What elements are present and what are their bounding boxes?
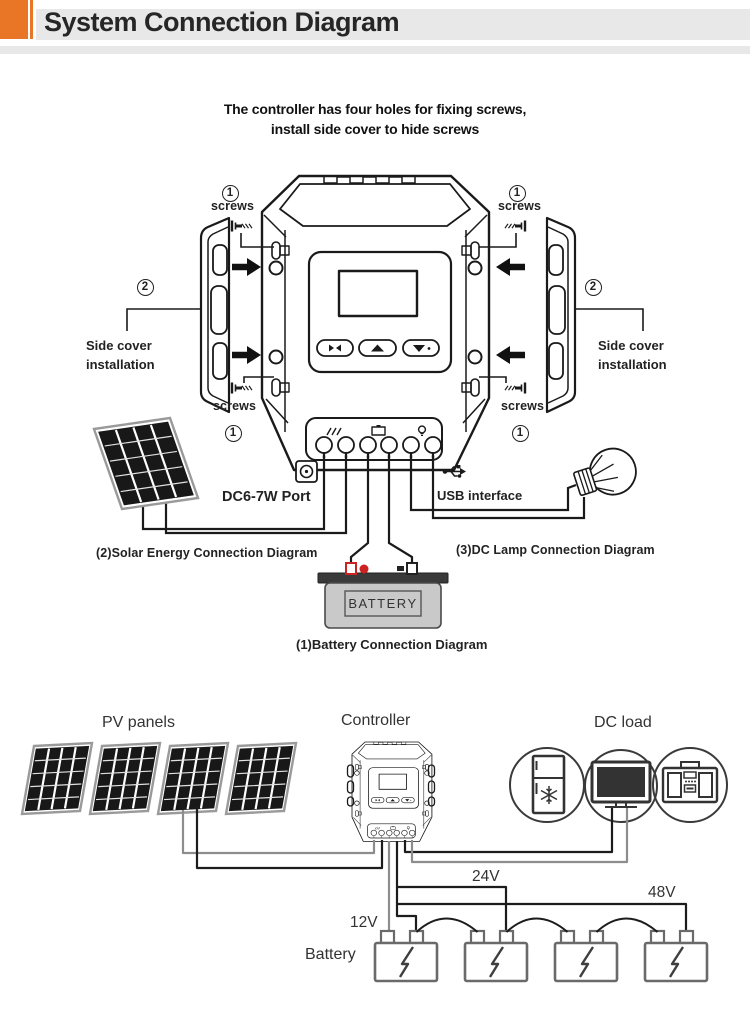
battery-negative-post <box>406 562 418 575</box>
battery-bank <box>373 929 709 983</box>
battery-cell <box>463 929 529 983</box>
intro-line-2: install side cover to hide screws <box>270 121 480 137</box>
controller-small <box>346 741 436 842</box>
load-wire-gray <box>410 808 629 864</box>
voltage-12v-label: 12V <box>350 914 378 931</box>
tv-circle <box>584 749 658 823</box>
battery-bank-label: Battery <box>305 946 356 963</box>
tap-24v <box>397 885 508 931</box>
side-cover-line-1: Side cover <box>598 338 664 353</box>
pv-panels-label: PV panels <box>102 714 175 731</box>
screws-label-bottom-right: screws <box>501 399 544 413</box>
caption-battery: (1)Battery Connection Diagram <box>296 637 488 652</box>
battery-jumper-arcs <box>415 917 659 933</box>
usb-icon <box>442 465 466 478</box>
side-cover-right <box>545 216 577 414</box>
tap-12v-black <box>395 841 418 931</box>
side-cover-pointer-lines <box>126 308 644 331</box>
step-2-badge-left: 2 <box>136 278 154 296</box>
snowflake-icon <box>540 786 558 804</box>
intro-line-1: The controller has four holes for fixing… <box>223 101 527 117</box>
load-wire-black <box>403 808 614 854</box>
caption-solar: (2)Solar Energy Connection Diagram <box>96 546 318 560</box>
voltage-48v-label: 48V <box>648 884 676 901</box>
battery-cell <box>643 929 709 983</box>
step-1-badge-top-left: 1 <box>221 184 239 202</box>
step-1-badge-top-right: 1 <box>508 184 526 202</box>
dc-port-icon <box>295 460 318 483</box>
header-band <box>36 9 750 40</box>
step-1-badge-bottom-left: 1 <box>224 424 242 442</box>
solar-panel <box>94 418 198 509</box>
controller-main <box>260 174 491 472</box>
screw-pointer-lines <box>240 233 517 383</box>
fridge-icon <box>531 754 566 815</box>
header-band-secondary <box>0 46 750 54</box>
pv-wire-black <box>195 807 384 870</box>
solar-wires <box>141 452 348 535</box>
caption-lamp: (3)DC Lamp Connection Diagram <box>456 543 655 557</box>
side-cover-left <box>199 216 231 414</box>
battery-unit <box>317 452 449 629</box>
tv-icon <box>590 760 652 808</box>
side-cover-line-2: installation <box>86 357 155 372</box>
step-2-badge-right: 2 <box>584 278 602 296</box>
fridge-circle <box>509 747 585 823</box>
stereo-icon <box>661 761 719 804</box>
lamp-wires <box>409 452 586 520</box>
page-title: System Connection Diagram <box>44 7 400 37</box>
pv-panel-array <box>22 743 296 814</box>
usb-interface-label: USB interface <box>437 488 523 503</box>
tap-48v <box>397 902 688 931</box>
light-bulb-icon <box>573 447 637 497</box>
header-accent-line <box>30 0 33 39</box>
battery-cell <box>553 929 619 983</box>
dc-load-label: DC load <box>594 714 652 731</box>
side-cover-label-right: Side cover installation <box>598 336 667 374</box>
screws-label-top-right: screws <box>498 199 541 213</box>
intro-text: The controller has four holes for fixing… <box>0 99 750 139</box>
side-cover-label-left: Side cover installation <box>86 336 155 374</box>
voltage-24v-label: 24V <box>472 868 500 885</box>
dc-port-label: DC6-7W Port <box>222 489 311 505</box>
pv-wire-gray <box>181 810 376 855</box>
screws-label-top-left: screws <box>211 199 254 213</box>
battery-cell <box>373 929 439 983</box>
header-accent-block <box>0 0 28 39</box>
battery-wires <box>349 452 414 565</box>
side-cover-line-1: Side cover <box>86 338 152 353</box>
system-wires <box>181 807 688 931</box>
step-1-badge-bottom-right: 1 <box>511 424 529 442</box>
battery-positive-post <box>345 562 357 575</box>
lightning-icons <box>398 945 685 979</box>
stereo-circle <box>652 747 728 823</box>
screws-label-bottom-left: screws <box>213 399 256 413</box>
dc-load-group <box>509 747 728 823</box>
battery-box-label: BATTERY <box>348 596 418 611</box>
side-cover-line-2: installation <box>598 357 667 372</box>
controller-label: Controller <box>341 712 411 729</box>
